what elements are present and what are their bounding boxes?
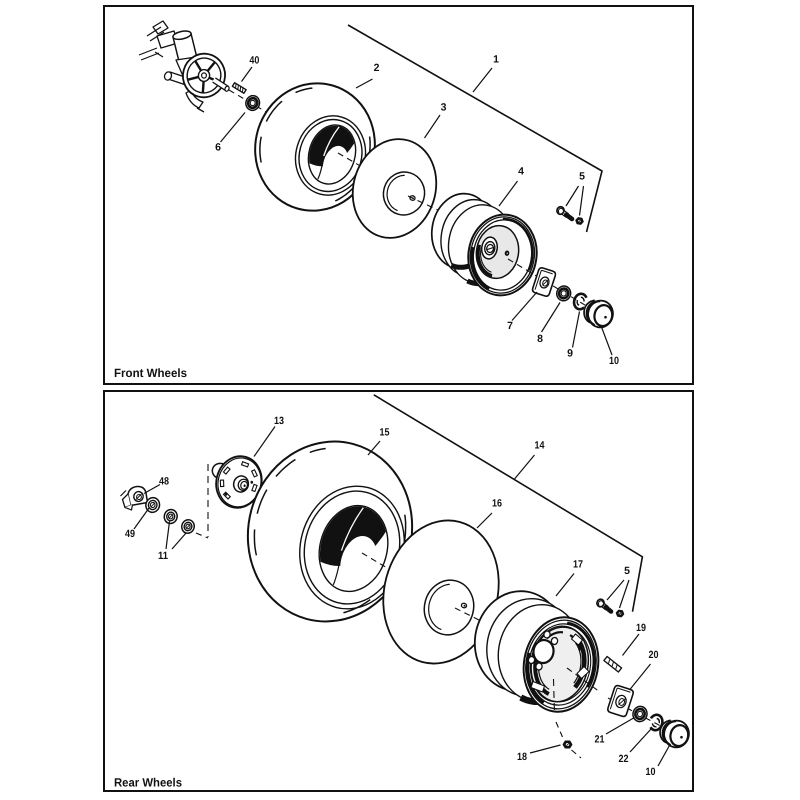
svg-text:5: 5	[579, 171, 585, 183]
svg-text:21: 21	[595, 734, 605, 746]
svg-text:10: 10	[609, 355, 619, 367]
svg-text:18: 18	[517, 751, 527, 763]
svg-text:48: 48	[159, 476, 169, 488]
svg-text:3: 3	[441, 102, 447, 114]
svg-text:49: 49	[125, 528, 135, 540]
svg-text:Rear Wheels: Rear Wheels	[114, 776, 182, 790]
svg-text:1: 1	[493, 54, 499, 66]
svg-text:22: 22	[619, 753, 629, 765]
svg-text:4: 4	[518, 166, 524, 178]
svg-text:5: 5	[624, 565, 630, 577]
svg-text:20: 20	[649, 649, 659, 661]
svg-text:11: 11	[158, 550, 168, 562]
svg-text:13: 13	[274, 415, 284, 427]
svg-text:16: 16	[492, 498, 502, 510]
svg-text:7: 7	[507, 320, 513, 332]
svg-text:17: 17	[573, 559, 583, 571]
svg-text:40: 40	[249, 55, 259, 67]
svg-text:19: 19	[636, 622, 646, 634]
svg-text:6: 6	[215, 142, 221, 154]
svg-text:15: 15	[380, 427, 390, 439]
svg-text:8: 8	[537, 333, 543, 345]
svg-text:14: 14	[535, 440, 545, 452]
svg-text:2: 2	[374, 62, 380, 74]
svg-text:Front Wheels: Front Wheels	[114, 366, 187, 380]
svg-text:10: 10	[646, 766, 656, 778]
svg-text:9: 9	[567, 348, 573, 360]
